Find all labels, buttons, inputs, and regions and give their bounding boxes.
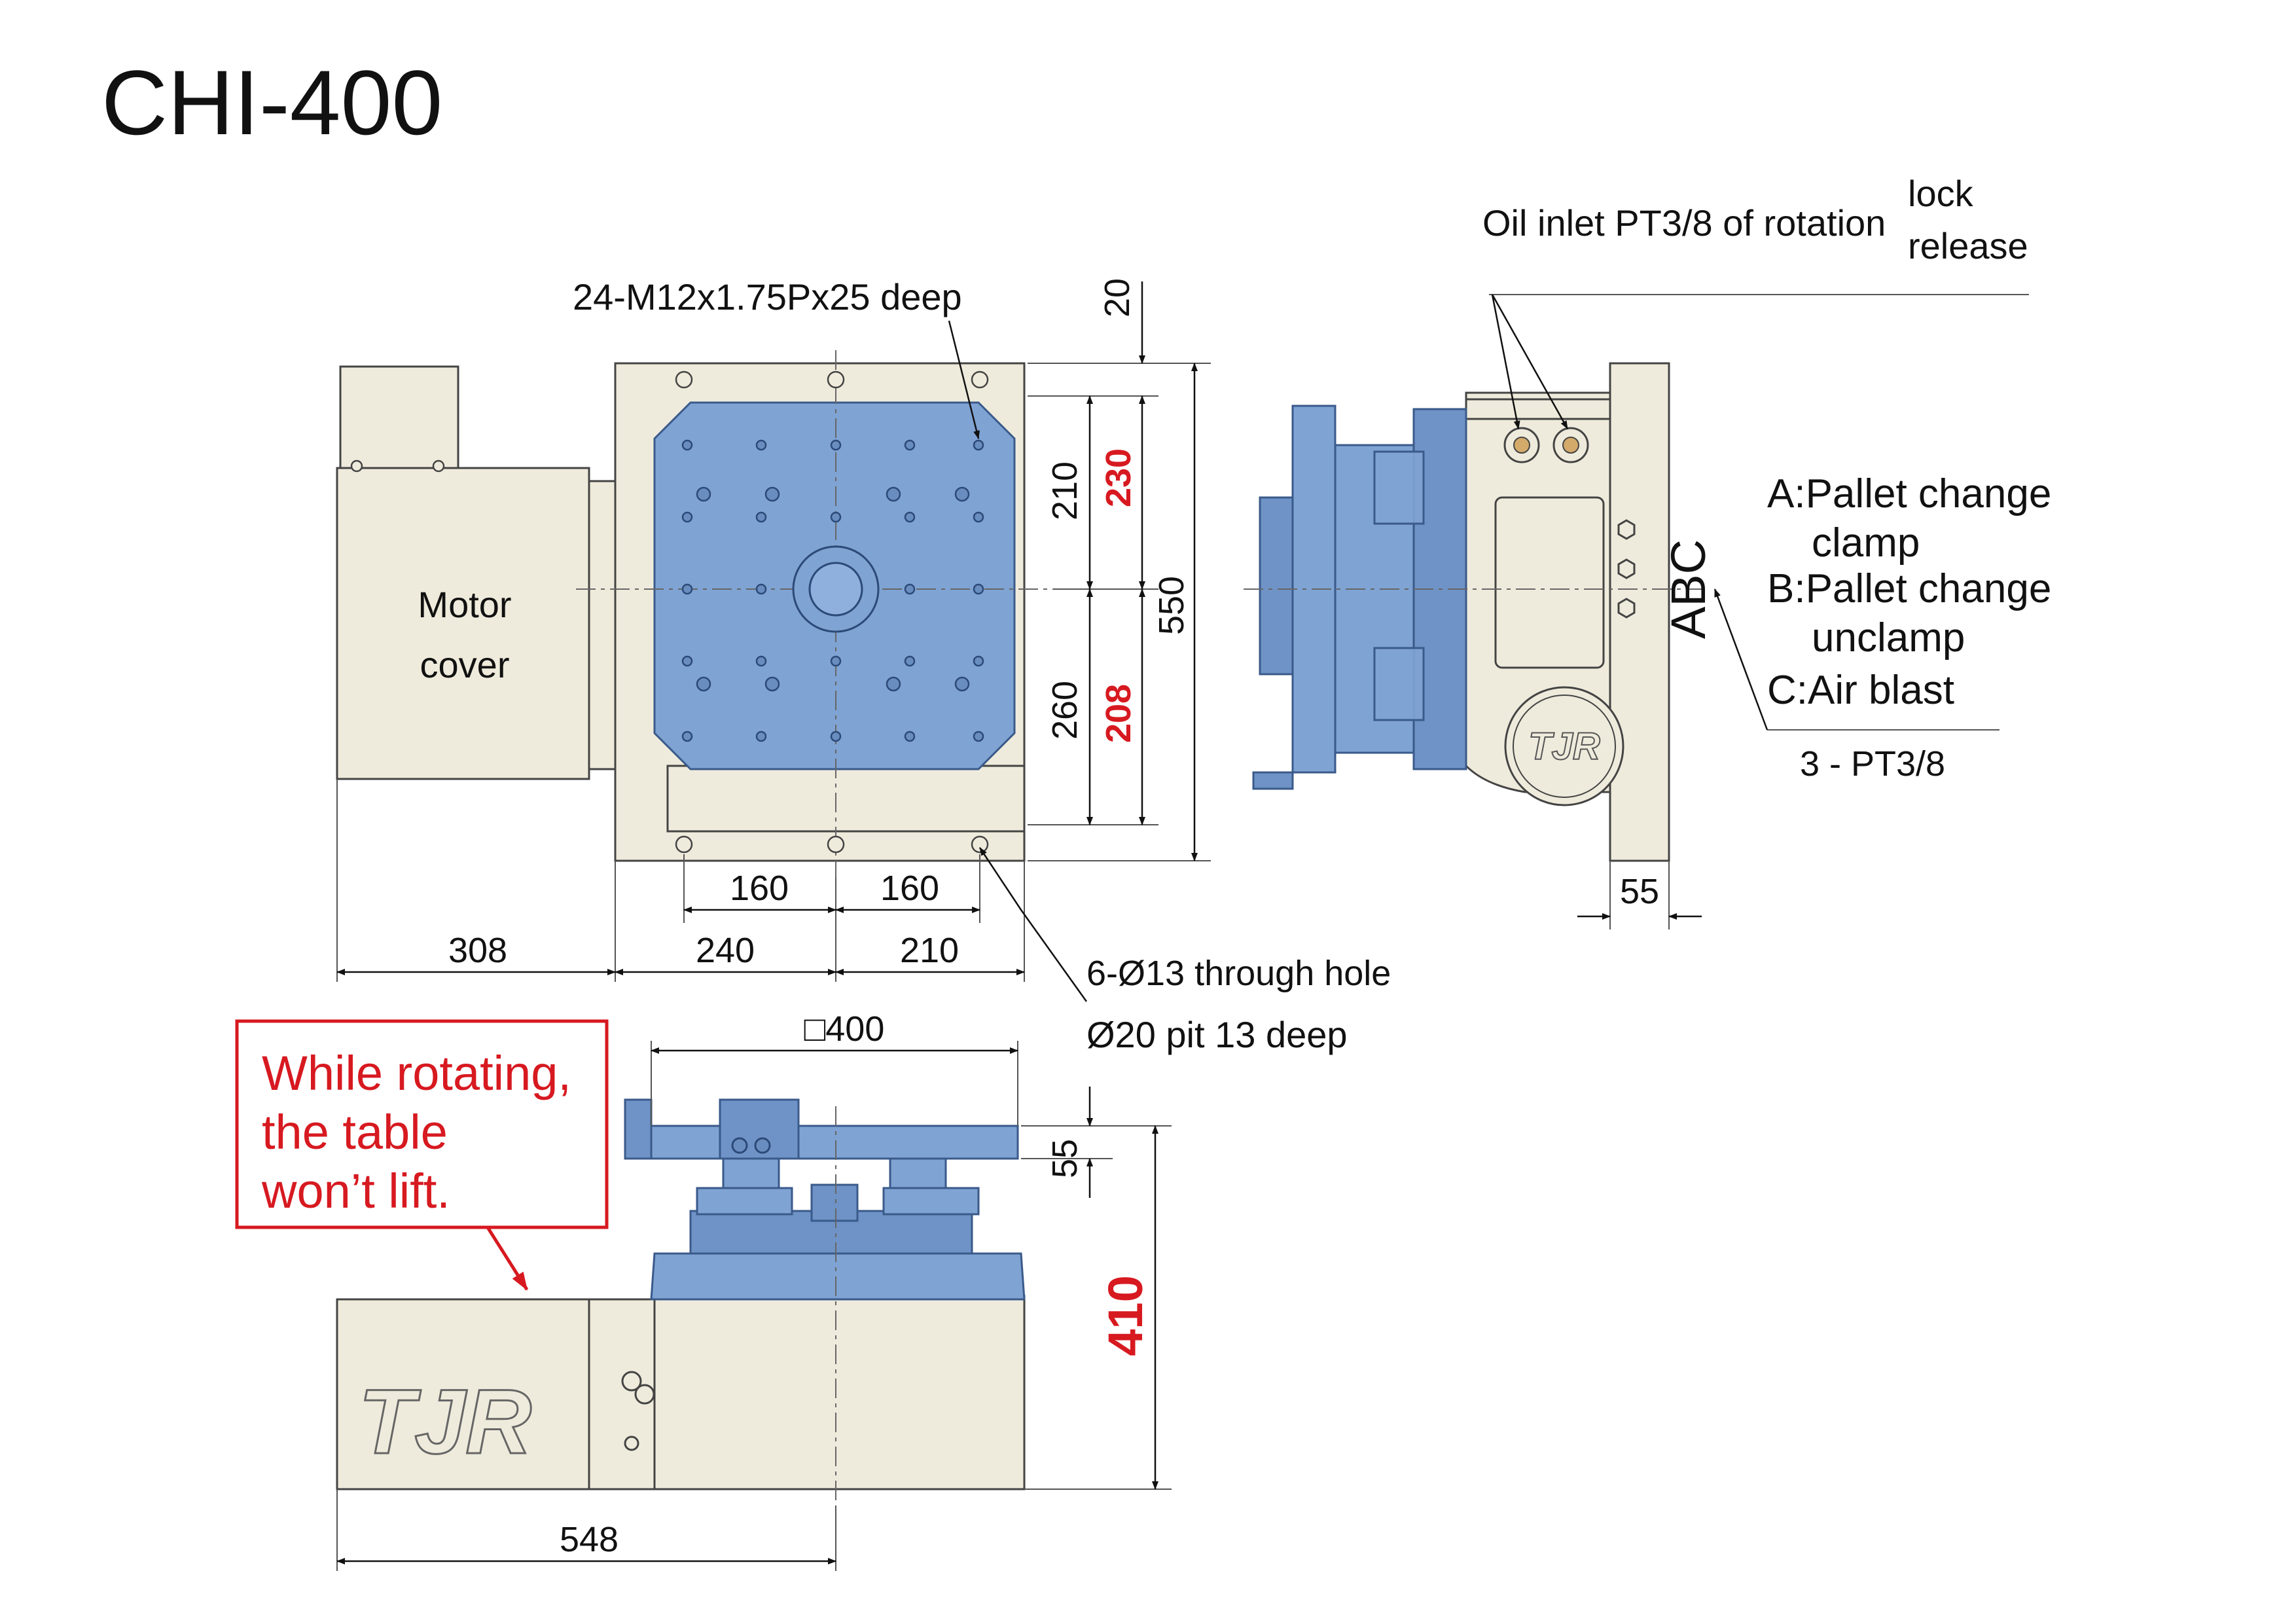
callout-box bbox=[235, 1019, 609, 1229]
lock-label: lock bbox=[1908, 173, 1974, 214]
ports-spec: 3 - PT3/8 bbox=[1800, 744, 1945, 784]
dim-front-length: 548 bbox=[560, 1520, 619, 1559]
callout-line-2: the table bbox=[262, 1105, 448, 1159]
horizontal-dims-top bbox=[336, 779, 1025, 982]
through-hole-leader bbox=[978, 847, 1088, 1002]
top-view: Motor cover bbox=[336, 350, 1054, 877]
dim-upper-half-red: 230 bbox=[1099, 448, 1138, 507]
front-dims bbox=[336, 1041, 1172, 1571]
tap-hole-leader bbox=[948, 320, 980, 439]
square-table-label: □400 bbox=[804, 1009, 885, 1049]
dim-upper-half: 210 bbox=[1045, 461, 1085, 520]
pit-label: Ø20 pit 13 deep bbox=[1086, 1014, 1348, 1055]
motor-cover-label-2: cover bbox=[420, 644, 510, 685]
dim-table-thickness: 55 bbox=[1045, 1139, 1085, 1178]
side-pallet-lug bbox=[1259, 496, 1294, 676]
through-hole-label: 6-Ø13 through hole bbox=[1086, 954, 1391, 993]
dim-total-depth: 550 bbox=[1152, 576, 1191, 635]
dim-motor-length: 308 bbox=[448, 931, 507, 970]
dim-right-half-width: 210 bbox=[900, 931, 959, 970]
dim-total-height: 410 bbox=[1098, 1275, 1153, 1356]
oil-ports bbox=[1503, 427, 1589, 463]
motor-cover-label-1: Motor bbox=[418, 584, 511, 625]
side-view: TJR bbox=[1244, 362, 1702, 862]
dim-lower-half-red: 208 bbox=[1099, 684, 1138, 743]
side-flange-dim bbox=[1577, 861, 1702, 929]
callout-line-1: While rotating, bbox=[262, 1046, 571, 1100]
tap-hole-label: 24-M12x1.75Px25 deep bbox=[573, 276, 962, 317]
body-lower-step bbox=[666, 765, 1026, 833]
port-b-label-1: B:Pallet change bbox=[1767, 566, 2051, 611]
dim-left-half-width: 240 bbox=[696, 931, 755, 970]
port-a-label-2: clamp bbox=[1812, 520, 1920, 566]
page-title: CHI-400 bbox=[101, 51, 442, 154]
dim-hole-pitch-right: 160 bbox=[880, 869, 939, 908]
motor-connector bbox=[339, 365, 459, 469]
front-base-ring bbox=[650, 1252, 1026, 1301]
port-c-label: C:Air blast bbox=[1767, 668, 1954, 713]
callout-line-3: won’t lift. bbox=[261, 1164, 450, 1218]
center-bore bbox=[808, 562, 863, 617]
side-brand-logo: TJR bbox=[1528, 725, 1600, 768]
motor-cover bbox=[336, 467, 590, 780]
port-a-label-1: A:Pallet change bbox=[1767, 471, 2051, 516]
tap-hole-grid bbox=[681, 439, 984, 742]
dim-lower-half: 260 bbox=[1045, 681, 1085, 740]
vertical-dims-top bbox=[1028, 281, 1211, 861]
side-motor-circle bbox=[1504, 686, 1624, 806]
front-body bbox=[653, 1295, 1026, 1490]
dim-side-flange: 55 bbox=[1620, 872, 1659, 911]
release-label: release bbox=[1908, 225, 2028, 266]
front-motor bbox=[336, 1298, 590, 1490]
dim-hole-pitch-left: 160 bbox=[730, 869, 789, 908]
port-b-label-2: unclamp bbox=[1812, 615, 1965, 660]
hex-plugs bbox=[1617, 519, 1636, 619]
front-view: TJR bbox=[336, 1098, 1026, 1506]
front-table-plate bbox=[650, 1125, 1019, 1160]
motor-flange bbox=[588, 480, 617, 770]
callout-arrow bbox=[486, 1226, 529, 1291]
abc-mark: ABC bbox=[1661, 539, 1715, 639]
side-window bbox=[1494, 496, 1605, 669]
oil-inlet-label: Oil inlet PT3/8 of rotation bbox=[1482, 202, 1886, 244]
front-brand-logo: TJR bbox=[359, 1370, 531, 1473]
dim-top-offset: 20 bbox=[1098, 278, 1137, 317]
